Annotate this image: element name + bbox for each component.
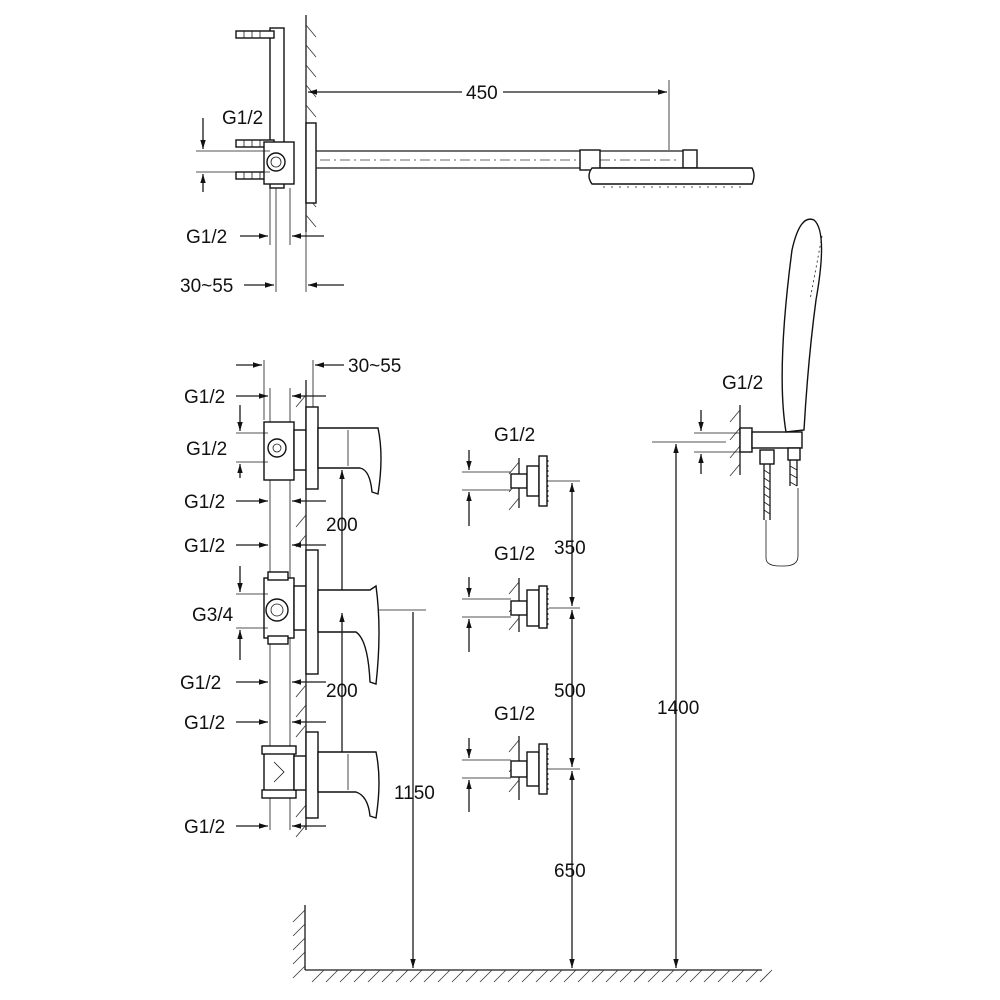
- body-jets: [462, 450, 580, 968]
- valve3-top-thread-label: G1/2: [184, 713, 225, 734]
- jet2-thread-label: G1/2: [494, 544, 535, 565]
- valve2-bottom-thread-label: G1/2: [180, 673, 221, 694]
- valve3-bottom-thread-label: G1/2: [184, 817, 225, 838]
- valve1-side-thread-label: G1/2: [186, 439, 227, 460]
- valve1-top-thread-label: G1/2: [184, 387, 225, 408]
- outlet-thread-label-top: G1/2: [186, 227, 227, 248]
- rain-shower-head: [588, 167, 755, 188]
- jet1-thread-label: G1/2: [494, 425, 535, 446]
- body-jet-2: [508, 578, 549, 632]
- valve-wall-depth-label: 30~55: [348, 356, 401, 377]
- valve-spacing-1-label: 200: [326, 515, 358, 536]
- body-jet-3: [508, 736, 549, 800]
- arm-length-label: 450: [466, 83, 498, 104]
- jet-spacing-1-label: 350: [554, 538, 586, 559]
- inlet-thread-label-top: G1/2: [222, 108, 263, 129]
- valve2-side-thread-label: G3/4: [192, 605, 234, 626]
- hand-shower-height-label: 1400: [657, 698, 699, 719]
- body-jet-1: [508, 455, 549, 511]
- valve-1: [263, 406, 382, 495]
- valve-height-label: 1150: [394, 783, 435, 804]
- valve2-top-thread-label: G1/2: [184, 536, 225, 557]
- floor: [292, 905, 773, 983]
- valve-2: [263, 549, 380, 685]
- hand-shower-thread-label: G1/2: [722, 373, 763, 394]
- valve-column: [236, 360, 426, 968]
- wall-hatch-valves: [295, 394, 307, 838]
- hand-shower: [652, 218, 823, 968]
- jet3-thread-label: G1/2: [494, 704, 535, 725]
- jet-spacing-2-label: 500: [554, 681, 586, 702]
- valve1-bottom-thread-label: G1/2: [184, 492, 225, 513]
- wall-depth-label-top: 30~55: [180, 276, 233, 297]
- valve-3: [261, 731, 380, 819]
- valve-spacing-2-label: 200: [326, 681, 358, 702]
- jet-height-label: 650: [554, 861, 586, 882]
- top-view-rain-shower: [196, 15, 755, 292]
